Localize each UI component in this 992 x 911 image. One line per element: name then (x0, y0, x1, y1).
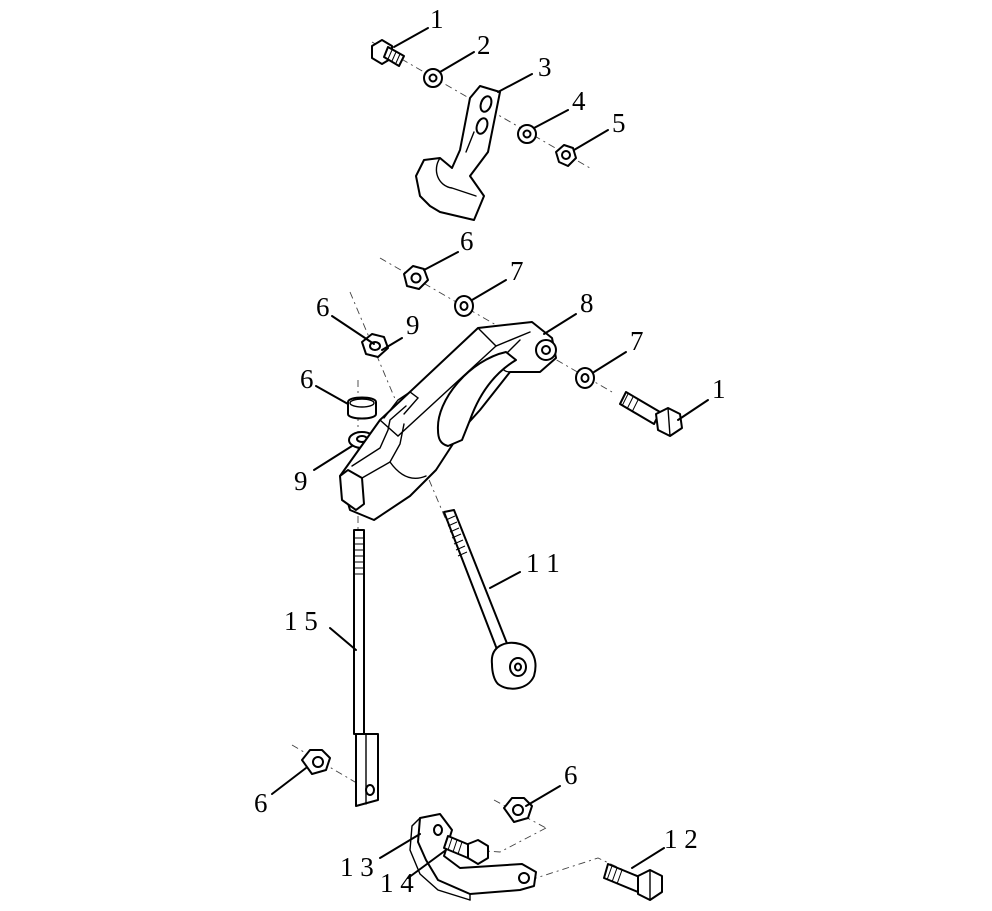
bolt-1-top (371, 39, 405, 67)
callout-6-lower-left: 6 (254, 788, 268, 818)
callout-8: 8 (580, 288, 594, 318)
rod-15 (353, 529, 379, 807)
callout-6-left: 6 (316, 292, 330, 322)
link-rod-11 (443, 509, 537, 690)
callout-1-right: 1 (712, 374, 726, 404)
callout-7-right: 7 (630, 326, 644, 356)
bracket-3 (415, 85, 501, 221)
callout-9-upper: 9 (406, 310, 420, 340)
callout-6-middle: 6 (300, 364, 314, 394)
callout-13: 1 3 (340, 852, 374, 882)
nut-6-upper (403, 265, 429, 290)
nut-5 (555, 144, 577, 167)
callout-1-top: 1 (430, 4, 444, 34)
bolt-14 (443, 835, 489, 865)
callout-6-bottom: 6 (564, 760, 578, 790)
nut-6-bottom (503, 797, 533, 823)
callout-6-upper: 6 (460, 226, 474, 256)
callout-labels: 1 2 3 4 5 6 7 6 9 8 7 1 6 9 1 1 1 5 6 6 … (254, 4, 726, 898)
leader-lines (271, 27, 709, 879)
callout-9-lower: 9 (294, 466, 308, 496)
lever-8 (339, 321, 557, 521)
callout-12: 1 2 (664, 824, 698, 854)
callout-5: 5 (612, 108, 626, 138)
washer-7-right (575, 367, 595, 389)
bolt-12 (603, 863, 663, 901)
callout-11: 1 1 (526, 548, 560, 578)
washer-2 (423, 68, 443, 88)
callout-4: 4 (572, 86, 586, 116)
nut-6-lower-left (301, 749, 331, 775)
callout-7-upper: 7 (510, 256, 524, 286)
callout-3: 3 (538, 52, 552, 82)
bolt-1-right (619, 391, 683, 437)
nut-6-left-middle (347, 396, 377, 420)
callout-15: 1 5 (284, 606, 318, 636)
washer-4 (517, 124, 537, 144)
washer-7-upper (454, 295, 474, 317)
callout-2: 2 (477, 30, 491, 60)
callout-14: 1 4 (380, 868, 414, 898)
